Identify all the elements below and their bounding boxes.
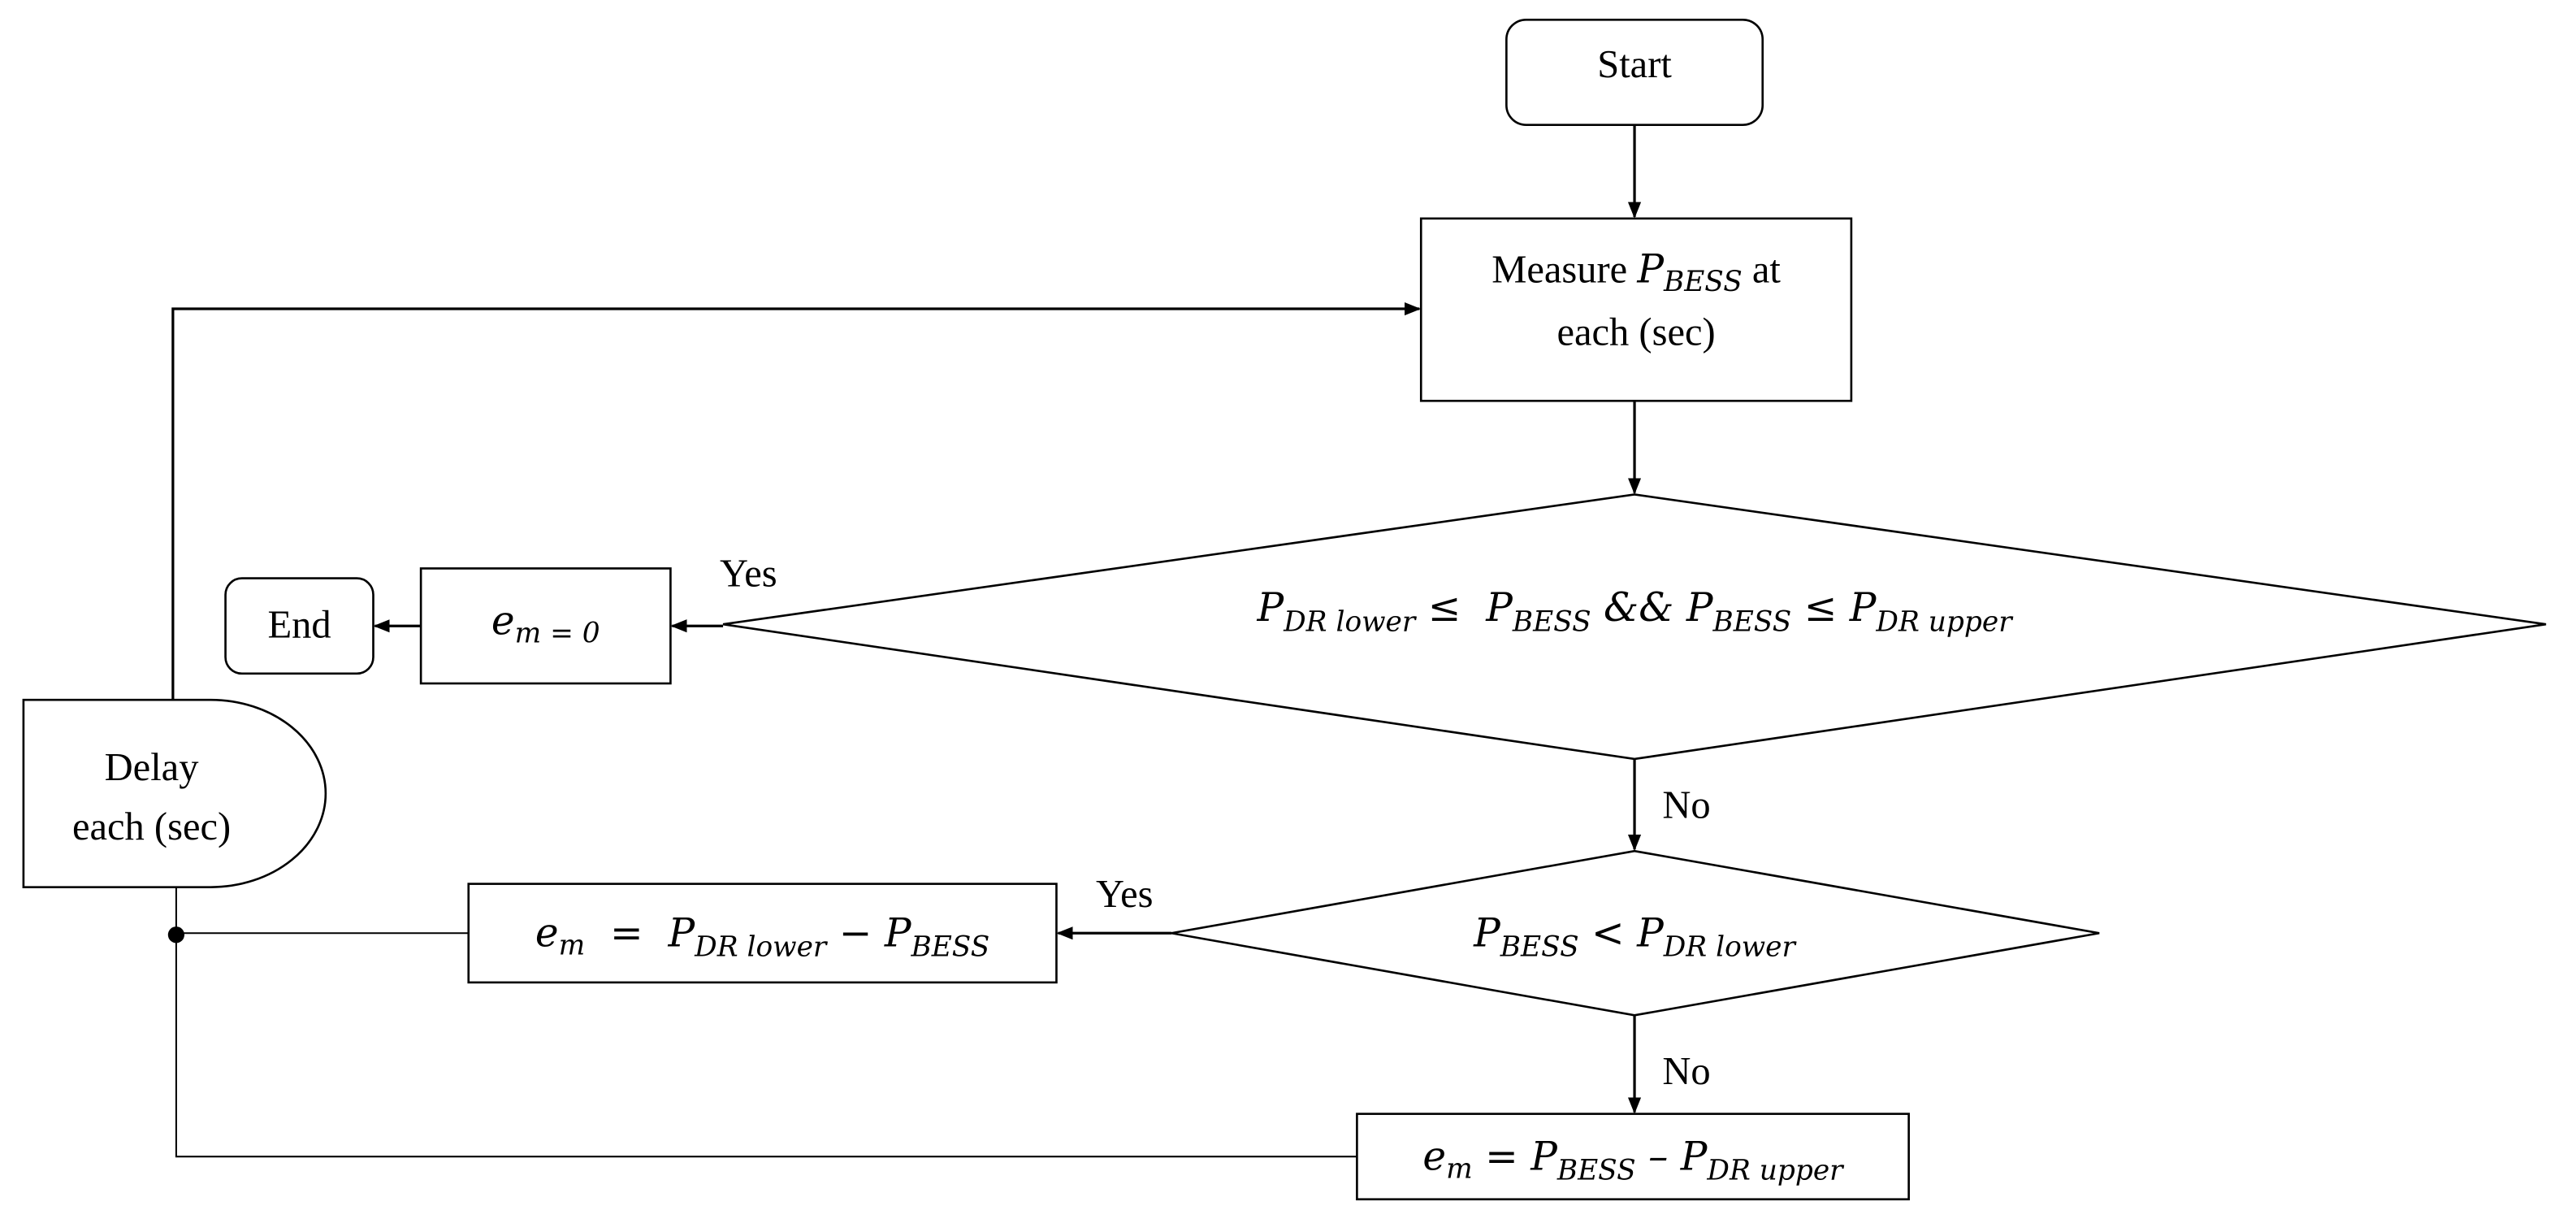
result-upper-process: em = PBESS – PDR upper: [1356, 1113, 1910, 1201]
arrow-delay-loop: [171, 301, 1422, 701]
end-node: End: [224, 577, 374, 675]
decision2-no-label: No: [1662, 1050, 1710, 1093]
delay-node: Delay each (sec): [22, 698, 327, 888]
delay-line2: each (sec): [72, 805, 231, 848]
measure-line1: Measure PBESS at: [1491, 247, 1781, 298]
start-label: Start: [1597, 43, 1672, 86]
junction-dot: [167, 926, 185, 944]
connectors: [167, 124, 1642, 1158]
line-upper-to-loop: [175, 887, 1357, 1158]
measure-line2: each (sec): [1556, 311, 1715, 354]
start-node: Start: [1505, 18, 1764, 126]
decision-in-range: PDR lower ≤ PBESS && PBESS ≤ PDR upper: [722, 493, 2547, 761]
decision2-condition: PBESS < PDR lower: [1473, 910, 1797, 963]
end-label: End: [267, 603, 331, 646]
measure-process: Measure PBESS at each (sec): [1419, 217, 1853, 402]
result-upper-formula: em = PBESS – PDR upper: [1422, 1134, 1845, 1186]
decision1-no-label: No: [1662, 784, 1710, 827]
delay-line1: Delay: [105, 746, 200, 789]
result-lower-formula: em = PDR lower − PBESS: [535, 910, 989, 963]
decision1-yes-label: Yes: [720, 553, 777, 596]
decision-below-lower: PBESS < PDR lower: [1171, 849, 2100, 1017]
decision2-yes-label: Yes: [1096, 873, 1154, 916]
result-zero-process: em = 0: [419, 567, 672, 685]
result-lower-process: em = PDR lower − PBESS: [467, 883, 1058, 984]
decision1-condition: PDR lower ≤ PBESS && PBESS ≤ PDR upper: [1256, 585, 2014, 638]
result-zero-formula: em = 0: [491, 598, 600, 649]
